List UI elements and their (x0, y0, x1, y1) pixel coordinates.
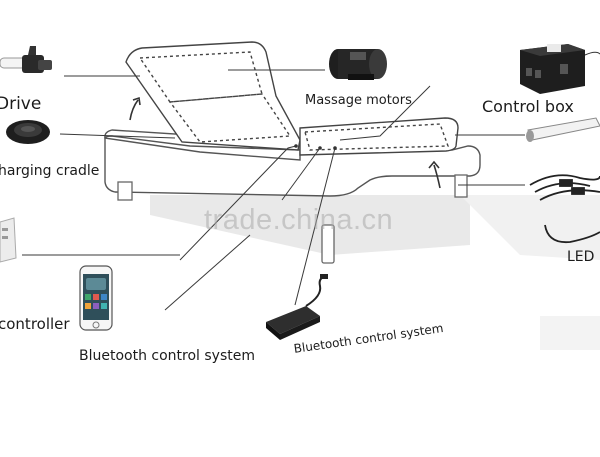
bed-legs (117, 174, 468, 264)
leader-lines (22, 69, 525, 311)
connection-nodes (294, 144, 337, 150)
label-controller: controller (0, 315, 70, 333)
smartphone-icon (79, 265, 113, 331)
label-drive: Drive (0, 94, 42, 114)
bed-backrest (125, 41, 301, 151)
label-charging-cradle: harging cradle (0, 163, 100, 179)
faint-image-block (540, 316, 600, 350)
label-led-light: LED l (567, 249, 600, 265)
bluetooth-module-icon (266, 274, 328, 340)
watermark: trade.china.cn (204, 204, 394, 236)
handheld-controller-icon (0, 217, 17, 263)
label-massage-motors: Massage motors (305, 93, 412, 108)
side-actuator-icon (526, 117, 600, 142)
charging-cradle-icon (6, 120, 50, 144)
label-control-box: Control box (482, 97, 574, 116)
led-light-strip-icon (529, 174, 600, 244)
massage-motor-icon (329, 49, 387, 80)
control-box-icon (520, 44, 600, 94)
bed-floor-shadow (150, 195, 600, 260)
motion-arrows (129, 96, 441, 189)
label-bluetooth-phone: Bluetooth control system (79, 348, 256, 364)
drive-actuator-icon (0, 46, 52, 73)
